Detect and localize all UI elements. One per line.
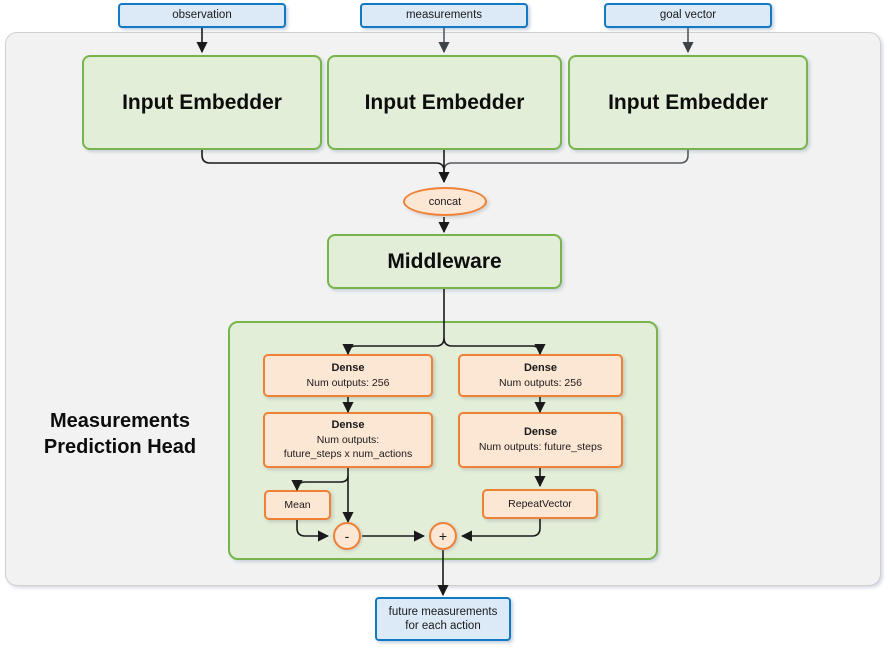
head-label-line-1: Measurements	[49, 410, 191, 432]
measurements-prediction-head-label: Measurements Prediction Head	[22, 408, 218, 460]
dense-left-2-outputs-value: future_steps x num_actions	[283, 448, 413, 461]
input-embedder-measurements[interactable]: Input Embedder	[327, 55, 562, 150]
input-embedder-goal-vector[interactable]: Input Embedder	[568, 55, 808, 150]
dense-left-1-outputs: Num outputs: 256	[306, 376, 390, 389]
repeat-vector-label: RepeatVector	[508, 497, 572, 510]
dense-right-1-outputs: Num outputs: 256	[499, 376, 582, 389]
add-operator-symbol: +	[438, 528, 448, 544]
dense-left-2[interactable]: Dense Num outputs: future_steps x num_ac…	[263, 412, 433, 468]
input-embedder-observation[interactable]: Input Embedder	[82, 55, 322, 150]
middleware-label: Middleware	[387, 249, 502, 273]
concat-node[interactable]: concat	[403, 187, 487, 216]
output-line-2: for each action	[405, 620, 481, 632]
dense-left-2-title: Dense	[331, 419, 365, 432]
input-embedder-measurements-label: Input Embedder	[364, 90, 525, 114]
input-measurements[interactable]: measurements	[360, 3, 528, 28]
dense-right-2-title: Dense	[523, 426, 558, 439]
input-observation[interactable]: observation	[118, 3, 286, 28]
dense-left-1-title: Dense	[331, 361, 365, 374]
dense-right-1[interactable]: Dense Num outputs: 256	[458, 354, 623, 397]
repeat-vector-block[interactable]: RepeatVector	[482, 489, 598, 519]
middleware-block[interactable]: Middleware	[327, 234, 562, 289]
subtract-operator-symbol: -	[344, 528, 350, 544]
input-goal-vector-label: goal vector	[659, 9, 717, 22]
input-embedder-observation-label: Input Embedder	[122, 90, 282, 114]
input-embedder-goal-vector-label: Input Embedder	[608, 90, 768, 114]
dense-right-2[interactable]: Dense Num outputs: future_steps	[458, 412, 623, 468]
add-operator[interactable]: +	[429, 522, 457, 550]
mean-block[interactable]: Mean	[264, 490, 331, 520]
dense-left-1[interactable]: Dense Num outputs: 256	[263, 354, 433, 397]
dense-right-1-title: Dense	[523, 361, 558, 374]
dense-right-2-outputs: Num outputs: future_steps	[478, 441, 603, 454]
input-measurements-label: measurements	[405, 9, 483, 22]
input-goal-vector[interactable]: goal vector	[604, 3, 772, 28]
dense-left-2-outputs-label: Num outputs:	[316, 434, 380, 447]
input-observation-label: observation	[172, 9, 232, 22]
concat-label: concat	[428, 195, 462, 208]
head-label-line-2: Prediction Head	[43, 436, 197, 458]
subtract-operator[interactable]: -	[333, 522, 361, 550]
output-future-measurements[interactable]: future measurements for each action	[375, 597, 511, 641]
output-line-1: future measurements	[388, 605, 498, 618]
mean-label: Mean	[284, 498, 311, 511]
